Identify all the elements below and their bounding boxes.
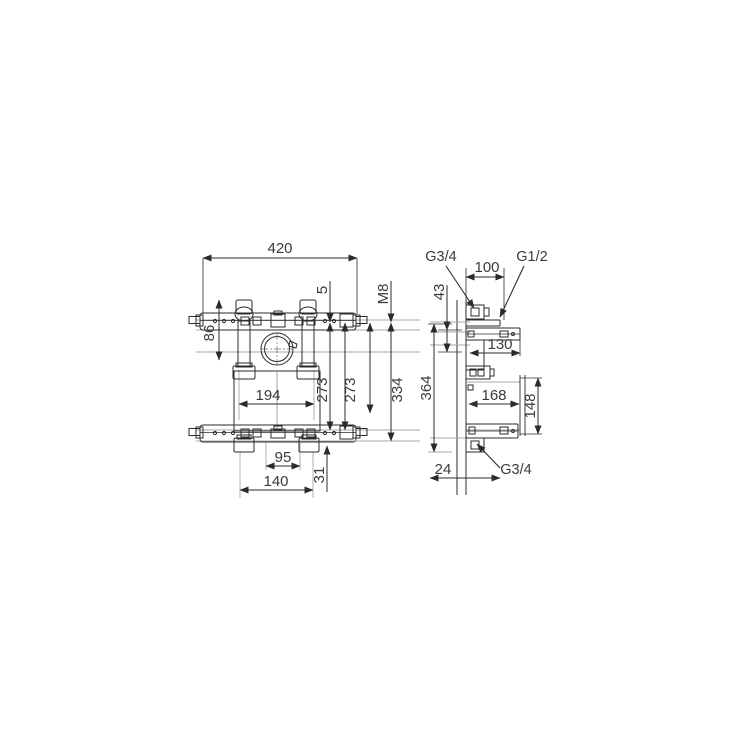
leader-g34-top: [445, 265, 475, 309]
dim-label-130: 130: [487, 336, 512, 353]
dim-label-420: 420: [267, 240, 292, 257]
bottom-mounting-rail: [188, 424, 368, 443]
dim-label-95: 95: [275, 449, 292, 466]
dim-label-43: 43: [431, 284, 448, 301]
dim-label-5: 5: [314, 286, 331, 294]
dim-label-273-b: 273: [342, 377, 359, 402]
dim-364: [428, 323, 452, 453]
dim-label-334: 334: [389, 377, 406, 402]
side-view-callouts: [445, 265, 525, 469]
side-view-dimensions: [428, 268, 542, 482]
dim-label-148: 148: [522, 393, 539, 418]
side-top-port: [465, 304, 501, 327]
callout-label-g12: G1/2: [516, 249, 547, 265]
dim-334: [345, 322, 395, 442]
dim-label-273-a: 273: [314, 377, 331, 402]
callout-label-g34-top: G3/4: [425, 249, 456, 265]
dim-label-364: 364: [418, 375, 435, 400]
leader-g34-bottom: [476, 443, 501, 469]
dim-420: [202, 254, 358, 314]
side-right-construction: [519, 375, 526, 436]
dim-label-86: 86: [201, 325, 218, 342]
dim-label-168: 168: [481, 387, 506, 404]
dim-label-194: 194: [255, 387, 280, 404]
bottom-rail-bosses: [233, 434, 320, 453]
side-mid-body: [465, 339, 495, 391]
dim-43: [438, 285, 462, 353]
front-view-dimensions: [202, 254, 395, 494]
dim-130: [469, 340, 521, 357]
dim-label-31: 31: [311, 467, 328, 484]
front-view-geometry: [188, 299, 420, 498]
dim-label-140: 140: [263, 473, 288, 490]
dim-label-M8: M8: [375, 284, 392, 305]
callout-label-g34-bottom: G3/4: [500, 462, 531, 478]
side-upper-connector: [465, 327, 521, 341]
dim-24: [429, 455, 501, 482]
dim-label-100: 100: [474, 259, 499, 276]
dim-148: [520, 377, 542, 435]
pipe-clamp-circle: [260, 332, 298, 366]
dim-label-24: 24: [435, 461, 452, 478]
front-view-dimension-text: 420 86 5 M8 273 273 334 194 95 140 31: [201, 240, 406, 490]
leader-g12: [499, 265, 525, 318]
side-view-text: G3/4 G1/2 G3/4 100 43 130 364 168 148 24: [418, 249, 548, 478]
top-rail-risers: [232, 299, 320, 380]
